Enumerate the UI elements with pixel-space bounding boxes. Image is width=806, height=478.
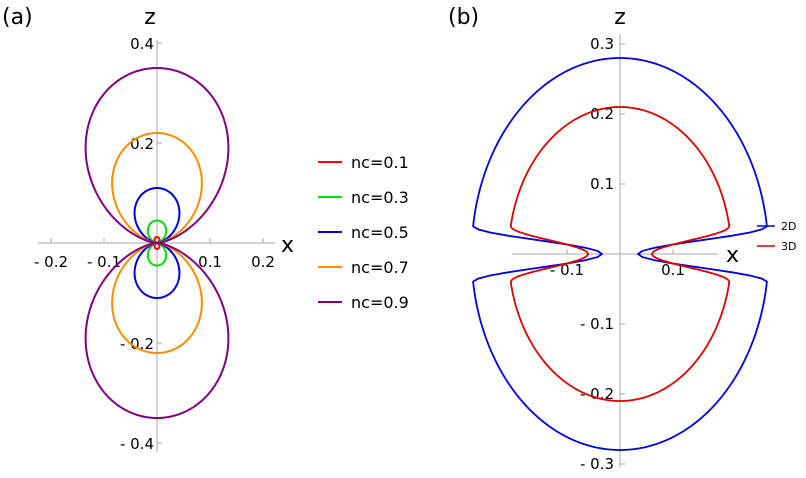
- panel-a-x-tick-label: - 0.2: [34, 253, 68, 271]
- panel-a-y-tick-label: - 0.2: [120, 335, 154, 353]
- panel-a-curves: [84, 67, 230, 420]
- panel-b-y-tick-label: - 0.3: [580, 455, 614, 473]
- panel-a-x-tick-label: 0.1: [198, 253, 222, 271]
- panel-a-series-line: [111, 132, 203, 355]
- panel-a-z-label: z: [144, 5, 156, 30]
- panel-b-series-line: [472, 57, 768, 451]
- panel-a-series-line: [133, 187, 181, 300]
- panel-a-y-ticks: 0.4 0.2 - 0.2 - 0.4: [120, 35, 162, 453]
- panel-a-x-tick-label: - 0.1: [87, 253, 121, 271]
- panel-a-x-label: x: [281, 233, 294, 258]
- panel-a-series-line: [84, 67, 230, 420]
- panel-a-series-line: [146, 219, 168, 267]
- panel-b-y-tick-label: 0.3: [590, 35, 614, 53]
- panel-a-legend-label: nc=0.9: [351, 293, 409, 312]
- panel-a-legend-label: nc=0.3: [351, 188, 409, 207]
- panel-a-legend: nc=0.1 nc=0.3 nc=0.5 nc=0.7 nc=0.9: [318, 153, 409, 312]
- panel-a-label: (a): [2, 5, 33, 30]
- panel-b-y-tick-label: - 0.1: [580, 315, 614, 333]
- panel-b-legend: 2D 3D: [757, 220, 796, 253]
- panel-a-legend-label: nc=0.1: [351, 153, 409, 172]
- panel-a-legend-label: nc=0.7: [351, 258, 409, 277]
- panel-a-legend-label: nc=0.5: [351, 223, 409, 242]
- panel-a-x-ticks: - 0.2 - 0.1 0.1 0.2: [34, 238, 275, 271]
- panel-b-y-tick-label: 0.1: [590, 175, 614, 193]
- panel-b-label: (b): [448, 5, 479, 30]
- panel-b-legend-label: 3D: [781, 240, 796, 253]
- panel-b-x-label: x: [726, 243, 739, 268]
- panel-a-y-tick-label: 0.4: [130, 35, 154, 53]
- panel-a-y-tick-label: 0.2: [130, 135, 154, 153]
- panel-b-legend-label: 2D: [781, 220, 796, 233]
- panel-b-z-label: z: [614, 5, 626, 30]
- panel-a-y-tick-label: - 0.4: [120, 435, 154, 453]
- panel-b-series-line: [509, 106, 731, 402]
- panel-b-y-tick-label: - 0.2: [580, 385, 614, 403]
- panel-a-x-tick-label: 0.2: [251, 253, 275, 271]
- panel-b-curves: [472, 57, 768, 451]
